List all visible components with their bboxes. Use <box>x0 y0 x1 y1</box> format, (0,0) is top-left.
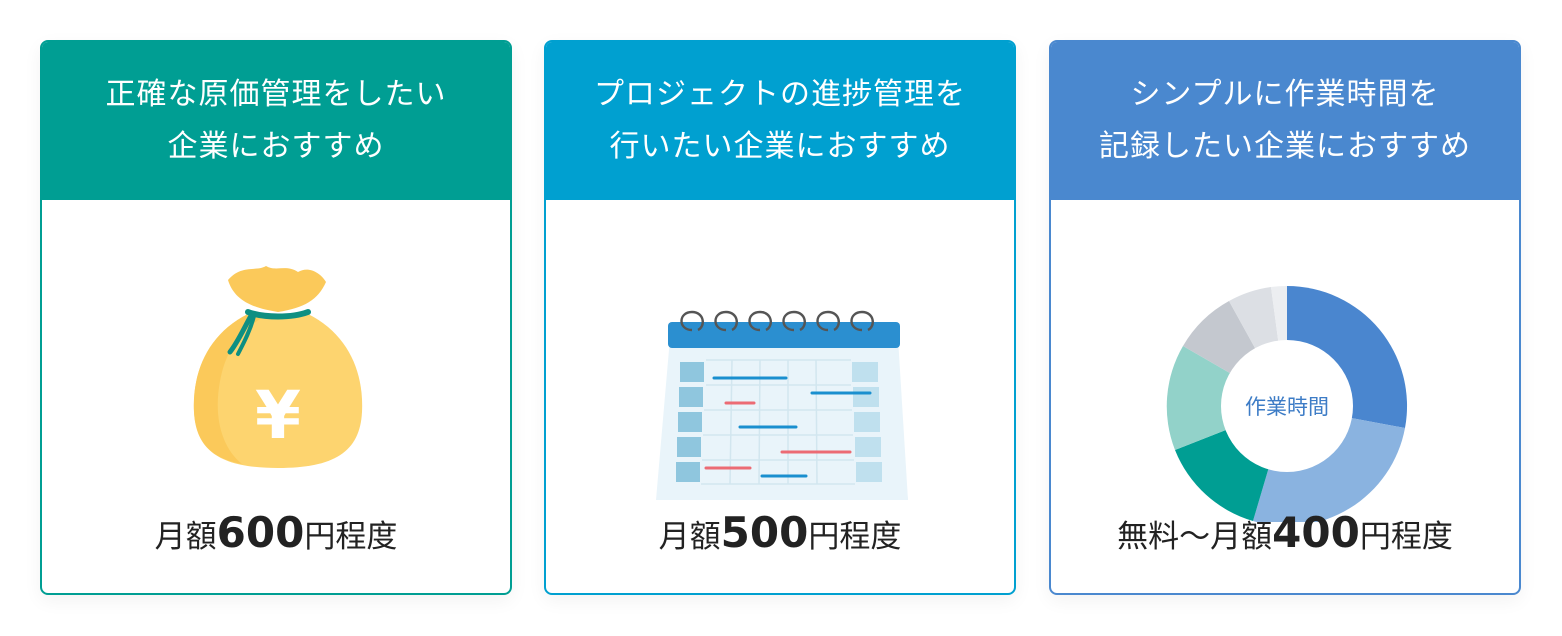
price-number: 500 <box>720 508 809 557</box>
card-header-line-2: 企業におすすめ <box>167 129 385 164</box>
card-header-line-1: シンプルに作業時間を <box>1130 77 1440 112</box>
price-prefix: 無料〜月額 <box>1117 519 1273 555</box>
plan-card-simple-time-tracking: シンプルに作業時間を 記録したい企業におすすめ 作業時間 無料〜月額400円程度 <box>1049 40 1521 595</box>
price-suffix: 円程度 <box>808 519 902 555</box>
money-bag-yen-icon: ¥ <box>193 266 363 468</box>
price-number: 400 <box>1272 508 1360 557</box>
plan-card-project-progress: プロジェクトの進捗管理を 行いたい企業におすすめ <box>544 40 1016 595</box>
price-prefix: 月額 <box>154 519 217 555</box>
price-text: 月額600円程度 <box>42 508 510 557</box>
price-number: 600 <box>216 508 305 557</box>
card-header-line-2: 行いたい企業におすすめ <box>609 129 951 164</box>
card-illustration: ¥ <box>42 242 510 522</box>
card-header: プロジェクトの進捗管理を 行いたい企業におすすめ <box>546 42 1014 200</box>
card-header-line-2: 記録したい企業におすすめ <box>1099 129 1471 164</box>
donut-chart-icon: 作業時間 <box>1166 285 1408 522</box>
card-header-line-1: プロジェクトの進捗管理を <box>594 77 966 112</box>
price-text: 月額500円程度 <box>546 508 1014 557</box>
card-illustration: 作業時間 <box>1051 242 1519 522</box>
donut-center-label: 作業時間 <box>1245 395 1329 419</box>
card-header: シンプルに作業時間を 記録したい企業におすすめ <box>1051 42 1519 200</box>
card-header: 正確な原価管理をしたい 企業におすすめ <box>42 42 510 200</box>
price-prefix: 月額 <box>658 519 721 555</box>
price-text: 無料〜月額400円程度 <box>1051 508 1519 557</box>
card-header-line-1: 正確な原価管理をしたい <box>105 77 447 112</box>
calendar-gantt-icon <box>656 310 908 500</box>
plan-card-cost-management: 正確な原価管理をしたい 企業におすすめ ¥ 月額600円程度 <box>40 40 512 595</box>
yen-symbol: ¥ <box>255 377 301 454</box>
card-illustration <box>546 242 1014 522</box>
price-suffix: 円程度 <box>1359 519 1453 555</box>
price-suffix: 円程度 <box>304 519 398 555</box>
